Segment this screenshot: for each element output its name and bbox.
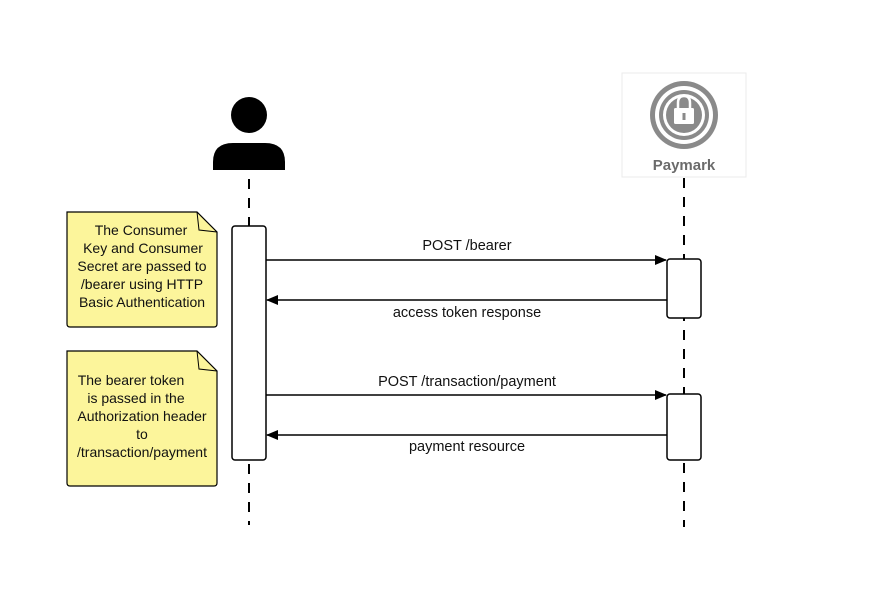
access-token-label: access token response bbox=[393, 305, 541, 321]
user-activation-bar bbox=[231, 225, 267, 461]
user-icon bbox=[213, 97, 285, 170]
padlock-icon bbox=[650, 81, 718, 149]
post-bearer-label: POST /bearer bbox=[422, 238, 511, 254]
note-line: /transaction/payment bbox=[77, 444, 207, 460]
note-bearer-token: The bearer token is passed in the Author… bbox=[66, 350, 218, 487]
note-line: to bbox=[136, 426, 148, 442]
post-payment-label: POST /transaction/payment bbox=[378, 374, 556, 390]
note-line: The Consumer bbox=[95, 222, 188, 238]
paymark-activation-bar-1 bbox=[666, 258, 702, 319]
note-line: Secret are passed to bbox=[77, 258, 206, 274]
note-line: Basic Authentication bbox=[79, 294, 205, 310]
payment-resource-label: payment resource bbox=[409, 439, 525, 455]
paymark-activation-bar-2 bbox=[666, 393, 702, 461]
note-basic-auth: The Consumer Key and Consumer Secret are… bbox=[66, 211, 218, 328]
paymark-brand-text: Paymark bbox=[653, 157, 716, 174]
note-line: is passed in the bbox=[87, 390, 184, 406]
note-line: /bearer using HTTP bbox=[81, 276, 203, 292]
paymark-logo: Paymark bbox=[621, 72, 747, 178]
note-line: Key and Consumer bbox=[83, 240, 203, 256]
note-line: The bearer token bbox=[78, 372, 185, 388]
note-line: Authorization header bbox=[77, 408, 207, 424]
